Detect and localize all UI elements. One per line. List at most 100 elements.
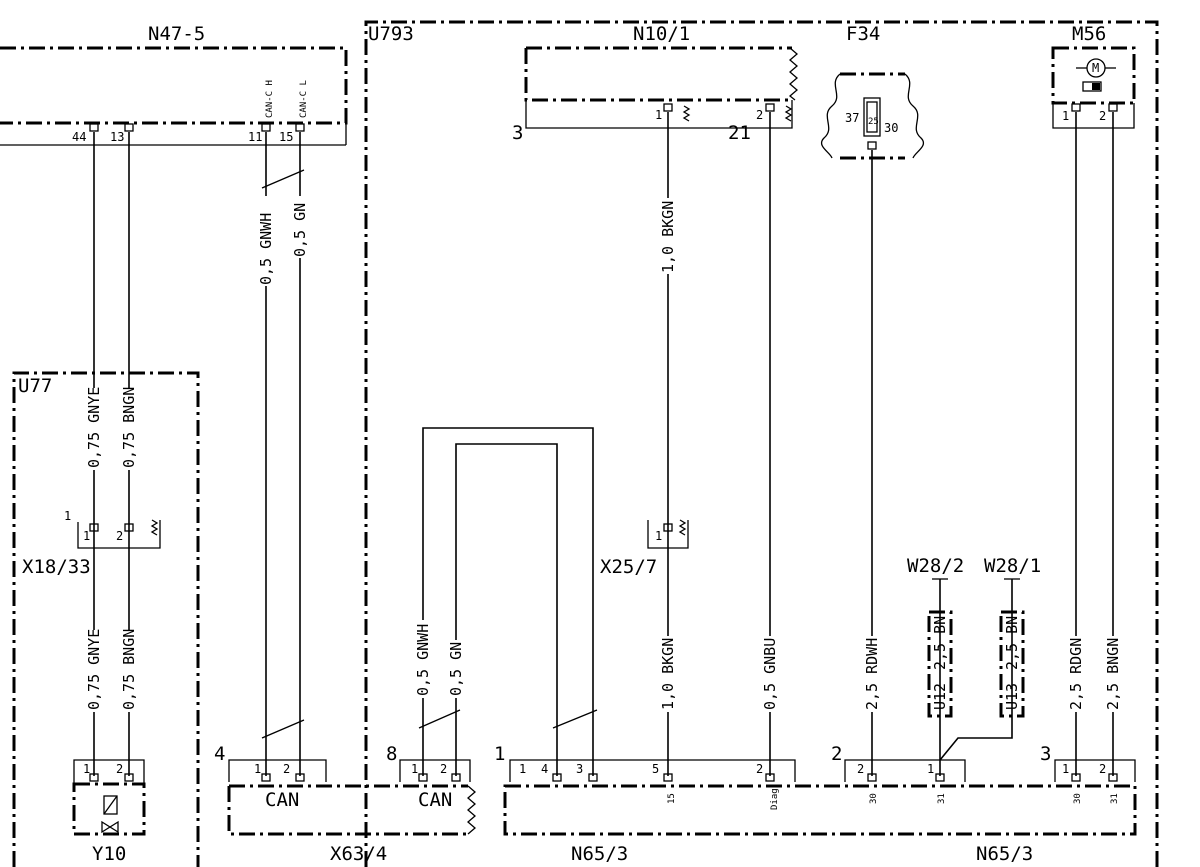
- svg-text:1: 1: [519, 762, 526, 776]
- n10-1-label: N10/1: [633, 23, 690, 45]
- valve-icon: [101, 820, 119, 834]
- svg-text:0,5 GN: 0,5 GN: [447, 642, 465, 696]
- svg-text:2: 2: [1099, 762, 1106, 776]
- y10-label: Y10: [92, 843, 126, 865]
- n65-3-label-right: N65/3: [976, 843, 1033, 865]
- svg-text:U12: U12: [931, 683, 949, 710]
- svg-text:0,75 BNGN: 0,75 BNGN: [120, 629, 138, 710]
- pin-numbers: 44 13 11 15 3 1 21 2 1 2 1 2 1 1 2 1 2 1…: [72, 108, 1120, 804]
- svg-text:1,0 BKGN: 1,0 BKGN: [659, 638, 677, 710]
- svg-text:2: 2: [831, 743, 842, 765]
- svg-text:0,75 GNYE: 0,75 GNYE: [85, 629, 103, 710]
- n47-5-module: N47-5: [0, 23, 348, 146]
- y10-valve: Y10: [72, 759, 146, 865]
- w28-2-label: W28/2: [907, 555, 964, 577]
- svg-text:1: 1: [254, 762, 261, 776]
- n65-3-label-left: N65/3: [571, 843, 628, 865]
- svg-text:37: 37: [845, 111, 859, 125]
- svg-text:2: 2: [756, 108, 763, 122]
- svg-text:15: 15: [667, 793, 677, 804]
- svg-text:1,0 BKGN: 1,0 BKGN: [659, 201, 677, 273]
- x63-4-connector: CAN CAN X63/4 4 8: [214, 743, 476, 865]
- svg-text:0,5 GN: 0,5 GN: [291, 203, 309, 257]
- f34-label: F34: [846, 23, 880, 45]
- x18-33-label: X18/33: [22, 556, 91, 578]
- svg-text:2: 2: [756, 762, 763, 776]
- u12-shield: U12: [927, 610, 953, 718]
- svg-text:31: 31: [937, 793, 947, 804]
- u793-frame: U793: [364, 20, 1159, 867]
- svg-text:2,5 BN: 2,5 BN: [931, 616, 949, 670]
- svg-text:8: 8: [386, 743, 397, 765]
- x63-4-label: X63/4: [330, 843, 387, 865]
- svg-text:1: 1: [64, 509, 71, 523]
- svg-text:2: 2: [1099, 109, 1106, 123]
- svg-text:0,5 GNBU: 0,5 GNBU: [761, 638, 779, 710]
- svg-text:15: 15: [279, 130, 293, 144]
- svg-text:44: 44: [72, 130, 86, 144]
- x25-7-connector: X25/7: [600, 520, 689, 578]
- svg-text:30: 30: [869, 793, 879, 804]
- svg-text:3: 3: [1040, 743, 1051, 765]
- svg-text:25: 25: [868, 117, 879, 127]
- svg-text:1: 1: [1062, 762, 1069, 776]
- svg-text:2: 2: [116, 762, 123, 776]
- svg-text:1: 1: [655, 108, 662, 122]
- svg-text:1: 1: [1062, 109, 1069, 123]
- svg-text:0,5 GNWH: 0,5 GNWH: [414, 624, 432, 696]
- svg-text:11: 11: [248, 130, 262, 144]
- n65-3-module: N65/3 N65/3 1 2 3: [494, 743, 1137, 865]
- svg-text:2,5 RDGN: 2,5 RDGN: [1067, 638, 1085, 710]
- x18-33-connector: X18/33 1: [22, 509, 161, 578]
- svg-text:2,5 BNGN: 2,5 BNGN: [1104, 638, 1122, 710]
- svg-text:1: 1: [494, 743, 505, 765]
- can-c-h-label: CAN-C H: [265, 80, 275, 118]
- m56-label: M56: [1072, 23, 1106, 45]
- svg-text:1: 1: [83, 762, 90, 776]
- u77-frame: U77: [12, 371, 200, 867]
- svg-text:2: 2: [857, 762, 864, 776]
- can-label-x63-8: CAN: [418, 789, 452, 811]
- solenoid-icon: [103, 795, 118, 815]
- u77-label: U77: [18, 375, 52, 397]
- svg-text:1: 1: [927, 762, 934, 776]
- u793-label: U793: [368, 23, 414, 45]
- svg-text:0,75 GNYE: 0,75 GNYE: [85, 387, 103, 468]
- f34-fuse: F34 37 25 30: [820, 23, 925, 160]
- svg-text:1: 1: [655, 529, 662, 543]
- svg-text:1: 1: [411, 762, 418, 776]
- svg-text:0,75 BNGN: 0,75 BNGN: [120, 387, 138, 468]
- svg-text:U13: U13: [1003, 683, 1021, 710]
- svg-text:1: 1: [83, 529, 90, 543]
- svg-text:3: 3: [576, 762, 583, 776]
- m56-motor: M M56: [1051, 23, 1136, 129]
- wire-labels: 0,5 GNWH 0,5 GN 1,0 BKGN 0,75 GNYE 0,75 …: [85, 196, 1122, 712]
- svg-text:31: 31: [1110, 793, 1120, 804]
- svg-text:2: 2: [283, 762, 290, 776]
- pin-terminals: [89, 103, 1118, 782]
- can-label-x63-4: CAN: [265, 789, 299, 811]
- svg-text:30: 30: [1073, 793, 1083, 804]
- svg-text:2: 2: [116, 529, 123, 543]
- u13-shield: U13: [999, 610, 1025, 718]
- svg-text:21: 21: [728, 122, 751, 144]
- svg-text:2,5 RDWH: 2,5 RDWH: [863, 638, 881, 710]
- svg-text:30: 30: [884, 121, 898, 135]
- svg-text:2,5 BN: 2,5 BN: [1003, 616, 1021, 670]
- wires: [93, 112, 1114, 776]
- svg-text:M: M: [1092, 61, 1099, 75]
- diag-label: Diag.: [770, 783, 780, 810]
- x25-7-label: X25/7: [600, 556, 657, 578]
- svg-text:3: 3: [512, 122, 523, 144]
- can-c-l-label: CAN-C L: [299, 80, 309, 118]
- svg-text:2: 2: [440, 762, 447, 776]
- svg-text:4: 4: [541, 762, 548, 776]
- n47-5-label: N47-5: [148, 23, 205, 45]
- svg-text:0,5 GNWH: 0,5 GNWH: [257, 213, 275, 285]
- w28-1-label: W28/1: [984, 555, 1041, 577]
- svg-text:4: 4: [214, 743, 225, 765]
- svg-text:5: 5: [652, 762, 659, 776]
- n10-1-module: N10/1: [524, 23, 798, 129]
- svg-text:13: 13: [110, 130, 124, 144]
